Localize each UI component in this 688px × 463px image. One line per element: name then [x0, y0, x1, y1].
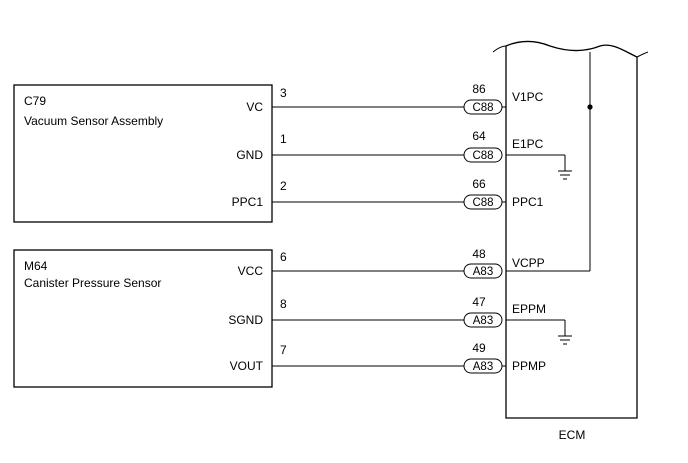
connector-badge — [463, 194, 503, 210]
connector-badge — [463, 312, 503, 328]
pin-number: 7 — [280, 343, 287, 357]
ecm-pin-number: 86 — [472, 82, 486, 96]
ecm-pin-number: 49 — [472, 341, 486, 355]
pin-number: 3 — [280, 86, 287, 100]
pin-label: VOUT — [230, 359, 264, 373]
ecm-terminal-label: V1PC — [512, 90, 544, 104]
circuit-e1pc: GND 1 64 C88 E1PC — [236, 129, 544, 163]
component-box — [13, 84, 273, 223]
ecm-terminal-label: PPC1 — [512, 195, 544, 209]
pin-number: 1 — [280, 132, 287, 146]
ecm-pin-number: 48 — [472, 247, 486, 261]
pin-number: 2 — [280, 179, 287, 193]
ecm-pin-number: 66 — [472, 177, 486, 191]
ecm-break-left — [492, 45, 507, 53]
connector-code: C88 — [472, 102, 493, 114]
pin-label: VCC — [238, 264, 264, 278]
connector-badge — [463, 99, 503, 115]
circuit-v1pc: VC 3 86 C88 V1PC — [246, 82, 544, 115]
pin-number: 6 — [280, 250, 287, 264]
ecm-box — [505, 40, 638, 419]
pin-label: PPC1 — [232, 195, 264, 209]
ecm-break-right — [636, 51, 649, 58]
ecm-pin-number: 47 — [472, 295, 486, 309]
connector-code: A83 — [473, 361, 493, 373]
component-box — [13, 249, 273, 388]
component-name: Canister Pressure Sensor — [24, 276, 161, 290]
connector-code: C88 — [472, 197, 493, 209]
ecm-terminal-label: VCPP — [512, 256, 545, 270]
pin-label: SGND — [228, 313, 263, 327]
connector-badge — [463, 147, 503, 163]
pin-label: GND — [236, 148, 263, 162]
circuit-vcpp: VCC 6 48 A83 VCPP — [238, 247, 545, 279]
ecm-label: ECM — [559, 428, 586, 442]
component-code: M64 — [24, 259, 48, 273]
connector-code: C88 — [472, 150, 493, 162]
ecm-pin-number: 64 — [472, 129, 486, 143]
component-code: C79 — [24, 94, 46, 108]
pin-number: 8 — [280, 297, 287, 311]
connector-badge — [463, 263, 503, 279]
circuit-ppmp: VOUT 7 49 A83 PPMP — [230, 341, 546, 374]
ground-symbol-eppm — [506, 319, 572, 345]
component-m64: M64 Canister Pressure Sensor — [13, 249, 273, 388]
connector-badge — [463, 358, 503, 374]
connector-code: A83 — [473, 315, 493, 327]
component-c79: C79 Vacuum Sensor Assembly — [13, 84, 273, 223]
ground-symbol-e1pc — [506, 154, 572, 180]
junction-dot — [587, 104, 593, 110]
ecm-terminal-label: EPPM — [512, 302, 546, 316]
component-name: Vacuum Sensor Assembly — [24, 114, 163, 128]
circuit-eppm: SGND 8 47 A83 EPPM — [228, 295, 546, 328]
pin-label: VC — [246, 100, 263, 114]
connector-code: A83 — [473, 266, 493, 278]
ecm-terminal-label: PPMP — [512, 359, 546, 373]
ecm-terminal-label: E1PC — [512, 137, 544, 151]
circuit-ppc1: PPC1 2 66 C88 PPC1 — [232, 177, 544, 210]
